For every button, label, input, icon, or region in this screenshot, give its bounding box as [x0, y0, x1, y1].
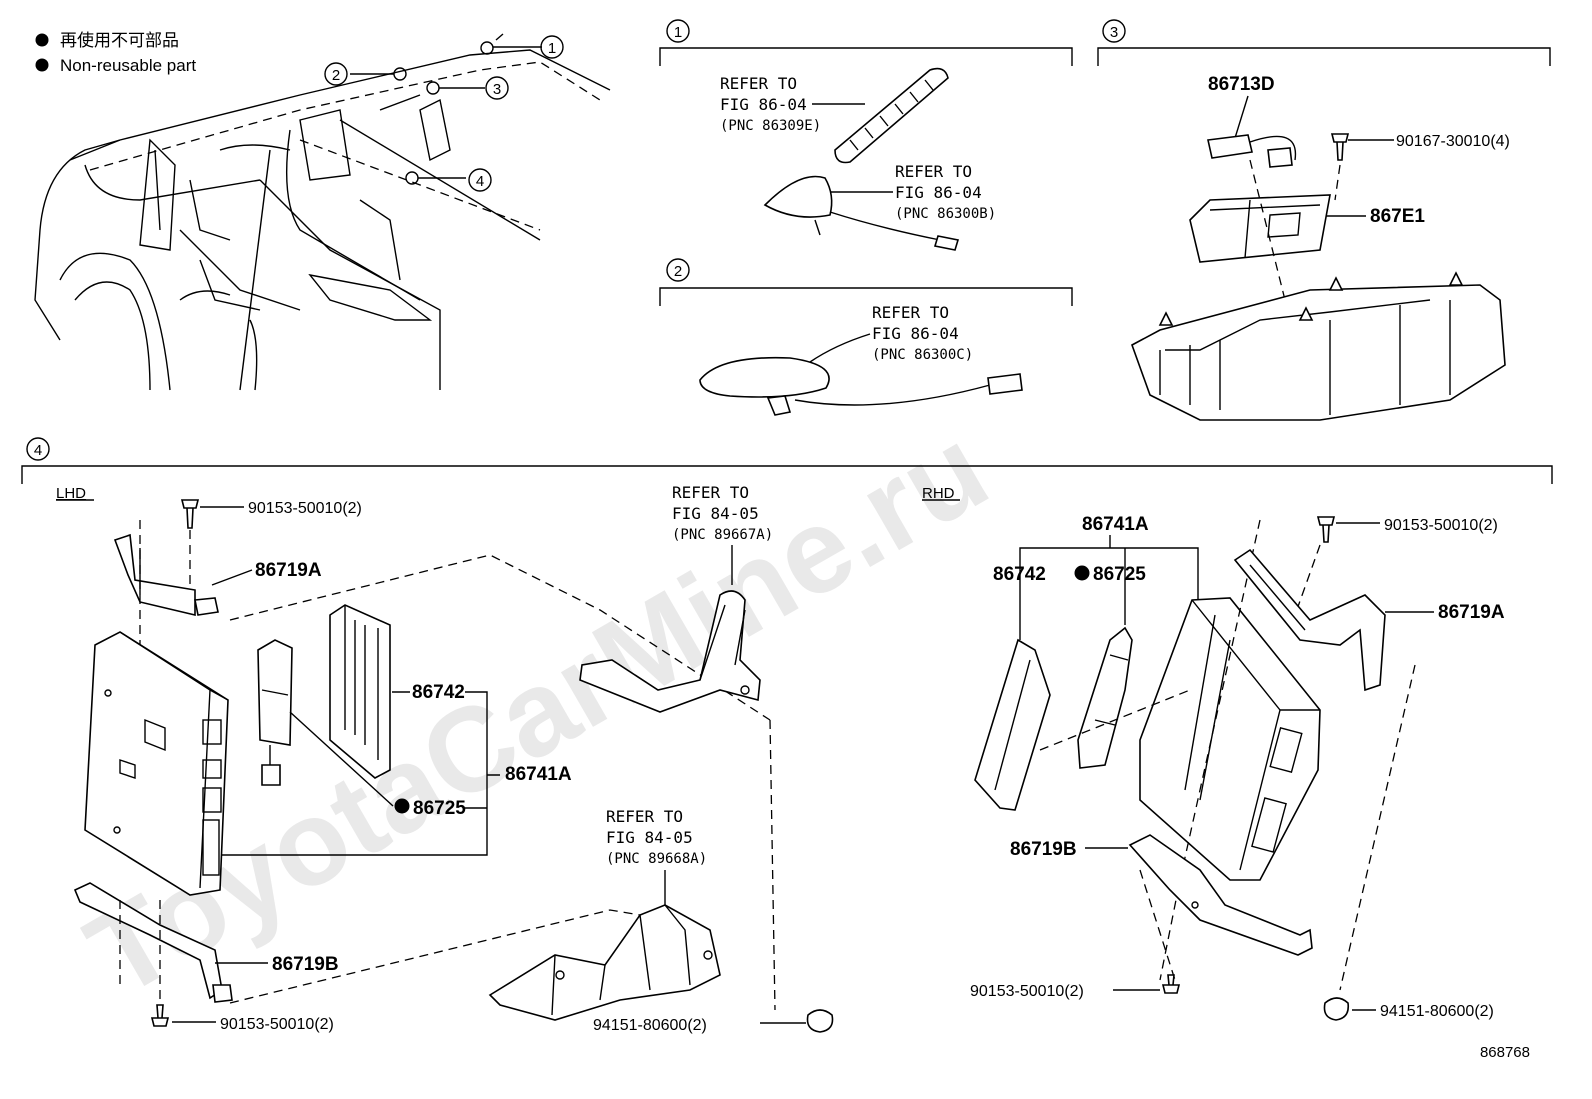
svg-text:FIG 84-05: FIG 84-05 — [672, 504, 759, 523]
legend-dot-icon — [35, 58, 49, 72]
shark-fin-antenna-drawing — [763, 175, 960, 251]
label-lhd-86719A: 86719A — [255, 560, 322, 581]
bracket-89667A-drawing — [579, 590, 761, 713]
marker-ring-icon — [393, 67, 407, 81]
section-3-header: 3 — [1097, 19, 1551, 66]
label-lhd-86742: 86742 — [412, 682, 465, 703]
label-lhd-94151: 94151-80600(2) — [593, 1017, 707, 1034]
overview-callout-2: 2 — [324, 62, 348, 86]
rhd-module-86725-drawing — [1077, 626, 1133, 769]
legend-jp: 再使用不可部品 — [60, 30, 179, 50]
rhd-title: RHD — [922, 485, 955, 502]
label-rhd-90153-top: 90153-50010(2) — [1384, 517, 1498, 534]
ref-89668A: REFER TO FIG 84-05 (PNC 89668A) — [606, 807, 707, 905]
rhd-bracket-86719A-drawing — [1233, 548, 1386, 692]
antenna-rod-drawing — [834, 67, 949, 164]
svg-text:FIG 86-04: FIG 86-04 — [872, 324, 959, 343]
svg-text:4: 4 — [476, 173, 484, 190]
label-rhd-94151: 94151-80600(2) — [1380, 1003, 1494, 1020]
svg-text:FIG 86-04: FIG 86-04 — [895, 183, 982, 202]
overview-callout-1: 1 — [540, 35, 564, 59]
clip-icon — [806, 1009, 834, 1033]
screw-icon — [1330, 133, 1350, 161]
svg-text:REFER TO: REFER TO — [895, 162, 972, 181]
svg-text:1: 1 — [548, 40, 556, 57]
bolt-icon — [1316, 516, 1336, 543]
svg-text:(PNC 86300C): (PNC 86300C) — [872, 347, 973, 363]
svg-text:3: 3 — [1110, 24, 1118, 41]
marker-ring-icon — [405, 171, 419, 185]
ref-86300B: REFER TO FIG 86-04 (PNC 86300B) — [825, 162, 996, 222]
svg-text:FIG 84-05: FIG 84-05 — [606, 828, 693, 847]
section-2-header: 2 — [659, 258, 1073, 306]
section-1-header: 1 — [659, 19, 1073, 66]
svg-text:2: 2 — [332, 67, 340, 84]
non-reusable-dot-icon — [1074, 565, 1090, 581]
label-lhd-90153-top: 90153-50010(2) — [248, 500, 362, 517]
bolt-icon — [150, 1004, 170, 1027]
label-90167-30010: 90167-30010(4) — [1396, 133, 1510, 150]
svg-text:3: 3 — [493, 81, 501, 98]
module-867E1-drawing — [1189, 194, 1331, 263]
label-lhd-90153-bottom: 90153-50010(2) — [220, 1016, 334, 1033]
lhd-bracket-86719A-drawing — [113, 533, 219, 617]
marker-ring-icon — [480, 41, 494, 55]
legend-en: Non-reusable part — [60, 56, 196, 75]
svg-text:4: 4 — [34, 442, 42, 459]
bracket-89668A-drawing — [488, 904, 721, 1021]
ref-86309E: REFER TO FIG 86-04 (PNC 86309E) — [720, 74, 865, 134]
clip-icon — [1323, 997, 1350, 1021]
section-4-header: 4 — [21, 437, 1553, 484]
vehicle-overview-drawing — [34, 49, 611, 391]
svg-text:(PNC 89668A): (PNC 89668A) — [606, 851, 707, 867]
svg-text:1: 1 — [674, 24, 682, 41]
svg-text:(PNC 86300B): (PNC 86300B) — [895, 206, 996, 222]
ref-89667A: REFER TO FIG 84-05 (PNC 89667A) — [672, 483, 773, 585]
lhd-module-86725-drawing — [257, 639, 293, 786]
svg-text:REFER TO: REFER TO — [606, 807, 683, 826]
label-rhd-86719A: 86719A — [1438, 602, 1505, 623]
overview-callout-4: 4 — [468, 168, 492, 192]
non-reusable-dot-icon — [394, 798, 410, 814]
svg-text:REFER TO: REFER TO — [872, 303, 949, 322]
bolt-icon — [1161, 974, 1181, 994]
console-housing-drawing — [1131, 271, 1506, 421]
label-rhd-86725: 86725 — [1093, 564, 1146, 585]
label-lhd-86741A: 86741A — [505, 764, 572, 785]
svg-text:FIG 86-04: FIG 86-04 — [720, 95, 807, 114]
rhd-bracket-86719B-drawing — [1128, 834, 1313, 956]
svg-text:(PNC 86309E): (PNC 86309E) — [720, 118, 821, 134]
lhd-ecu-86741A-drawing — [84, 631, 229, 896]
label-rhd-86742: 86742 — [993, 564, 1046, 585]
svg-text:(PNC 89667A): (PNC 89667A) — [672, 527, 773, 543]
svg-text:REFER TO: REFER TO — [672, 483, 749, 502]
label-rhd-90153-bottom: 90153-50010(2) — [970, 983, 1084, 1000]
lhd-cover-86742-drawing — [329, 604, 391, 779]
bolt-icon — [180, 499, 200, 529]
legend-dot-icon — [35, 33, 49, 47]
label-867E1: 867E1 — [1370, 206, 1425, 227]
svg-text:REFER TO: REFER TO — [720, 74, 797, 93]
label-lhd-86719B: 86719B — [272, 954, 339, 975]
lhd-bracket-86719B-drawing — [73, 882, 233, 1003]
rhd-cover-86742-drawing — [974, 638, 1051, 811]
label-lhd-86725: 86725 — [413, 798, 466, 819]
rhd-ecu-86741A-drawing — [1139, 597, 1321, 881]
label-rhd-86719B: 86719B — [1010, 839, 1077, 860]
svg-text:2: 2 — [674, 263, 682, 280]
lhd-title: LHD — [56, 485, 86, 502]
figure-number: 868768 — [1480, 1044, 1530, 1061]
label-rhd-86741A: 86741A — [1082, 514, 1149, 535]
overview-callout-3: 3 — [485, 76, 509, 100]
roof-antenna-drawing — [699, 356, 1023, 416]
label-86713D: 86713D — [1208, 74, 1275, 95]
marker-ring-icon — [426, 81, 440, 95]
ref-86300C: REFER TO FIG 86-04 (PNC 86300C) — [809, 303, 973, 363]
connector-harness-drawing — [1207, 134, 1297, 168]
